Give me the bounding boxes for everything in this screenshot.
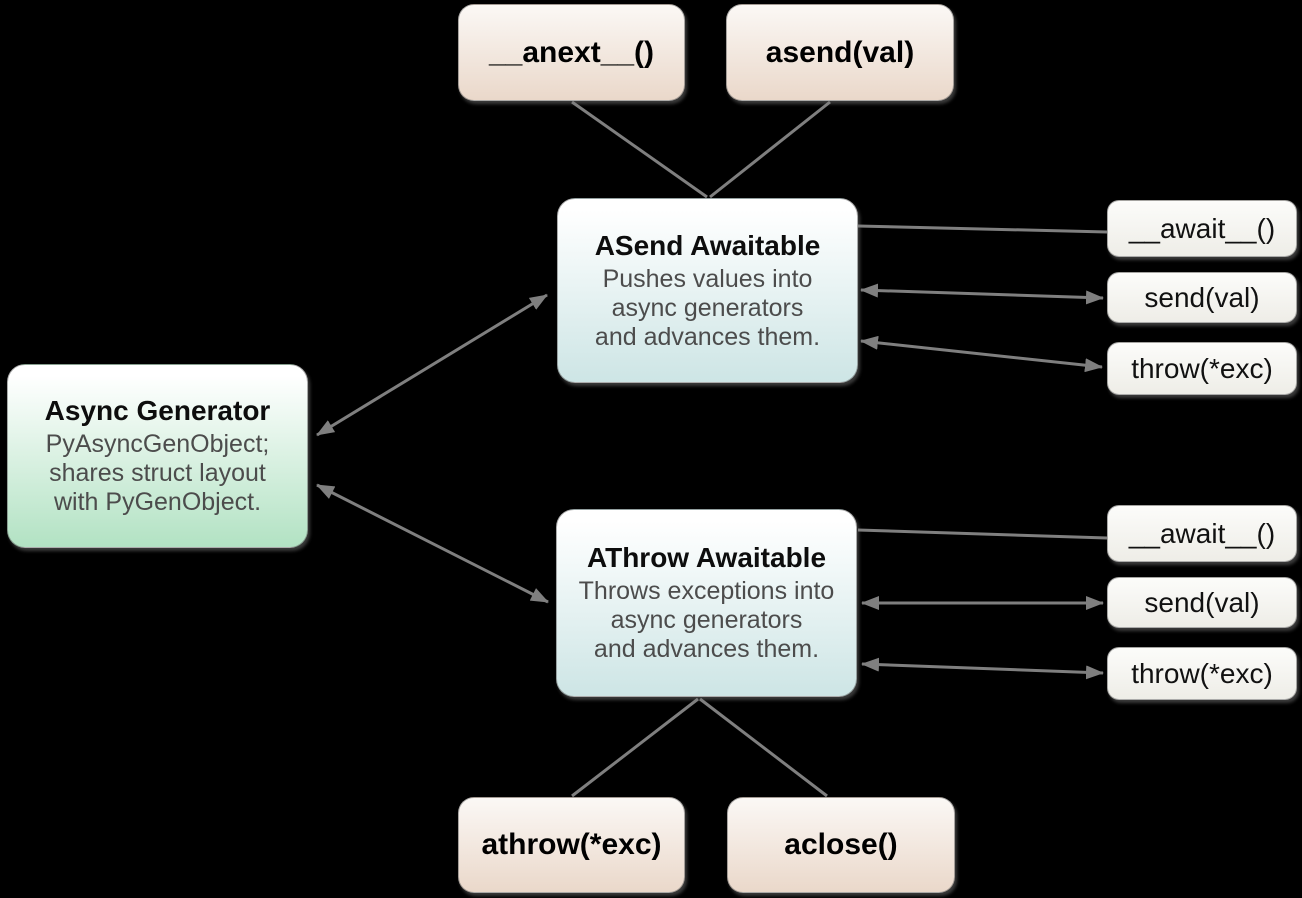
node-async-generator-body: PyAsyncGenObject; shares struct layout w…: [46, 430, 270, 517]
connector-asend-to-asend-awaitable: [709, 100, 831, 199]
node-athrow-awaitable-body: Throws exceptions into async generators …: [579, 577, 835, 664]
node-async-generator-body-line2: shares struct layout: [49, 459, 266, 487]
node-athrow-awaitable: AThrow Awaitable Throws exceptions into …: [556, 509, 857, 697]
node-anext: __anext__(): [458, 4, 685, 101]
node-anext-label: __anext__(): [488, 35, 655, 69]
node-throw-top-label: throw(*exc): [1131, 352, 1273, 384]
node-async-generator-title: Async Generator: [44, 395, 271, 426]
node-asend-awaitable: ASend Awaitable Pushes values into async…: [557, 198, 858, 383]
node-athrow-awaitable-body-line1: Throws exceptions into: [578, 577, 835, 605]
connector-athrow-awaitable-to-athrow: [571, 697, 699, 798]
node-await-bottom-label: __await__(): [1128, 517, 1276, 549]
node-send-bottom-label: send(val): [1144, 586, 1260, 618]
connector-asend-awaitable-send: [860, 283, 1104, 305]
node-throw-top: throw(*exc): [1107, 342, 1297, 395]
node-athrow-awaitable-body-line2: async generators: [610, 606, 803, 634]
node-throw-bottom-label: throw(*exc): [1131, 657, 1273, 689]
connector-generator-athrow-awaitable: [316, 483, 549, 604]
connector-asend-awaitable-throw: [860, 335, 1103, 373]
node-send-top-label: send(val): [1144, 281, 1260, 313]
node-async-generator: Async Generator PyAsyncGenObject; shares…: [7, 364, 308, 548]
node-await-bottom: __await__(): [1107, 505, 1297, 562]
node-await-top: __await__(): [1107, 200, 1297, 257]
connector-athrow-awaitable-to-aclose: [699, 697, 828, 798]
node-await-top-label: __await__(): [1128, 212, 1276, 244]
node-async-generator-body-line3: with PyGenObject.: [53, 488, 262, 516]
node-send-bottom: send(val): [1107, 577, 1297, 628]
node-athrow-awaitable-title: AThrow Awaitable: [586, 542, 827, 573]
node-athrow-label: athrow(*exc): [481, 828, 662, 861]
node-asend-awaitable-body: Pushes values into async generators and …: [595, 265, 820, 352]
connector-athrow-awaitable-throw: [861, 657, 1104, 680]
node-asend: asend(val): [726, 4, 954, 101]
node-throw-bottom: throw(*exc): [1107, 647, 1297, 700]
node-asend-awaitable-body-line1: Pushes values into: [602, 264, 813, 293]
connector-generator-asend-awaitable: [316, 293, 548, 437]
node-asend-awaitable-body-line2: async generators: [611, 293, 804, 322]
connector-athrow-awaitable-to-await: [857, 528, 1108, 540]
node-asend-awaitable-title: ASend Awaitable: [594, 229, 821, 261]
node-athrow-awaitable-body-line3: and advances them.: [593, 635, 820, 663]
node-athrow: athrow(*exc): [458, 797, 685, 893]
connector-anext-to-asend-awaitable: [571, 100, 708, 199]
node-async-generator-body-line1: PyAsyncGenObject;: [45, 430, 270, 458]
connector-asend-awaitable-to-await: [857, 224, 1108, 234]
node-aclose: aclose(): [727, 797, 955, 893]
node-aclose-label: aclose(): [784, 828, 898, 861]
node-asend-label: asend(val): [765, 35, 915, 69]
node-asend-awaitable-body-line3: and advances them.: [594, 322, 821, 351]
node-send-top: send(val): [1107, 272, 1297, 323]
